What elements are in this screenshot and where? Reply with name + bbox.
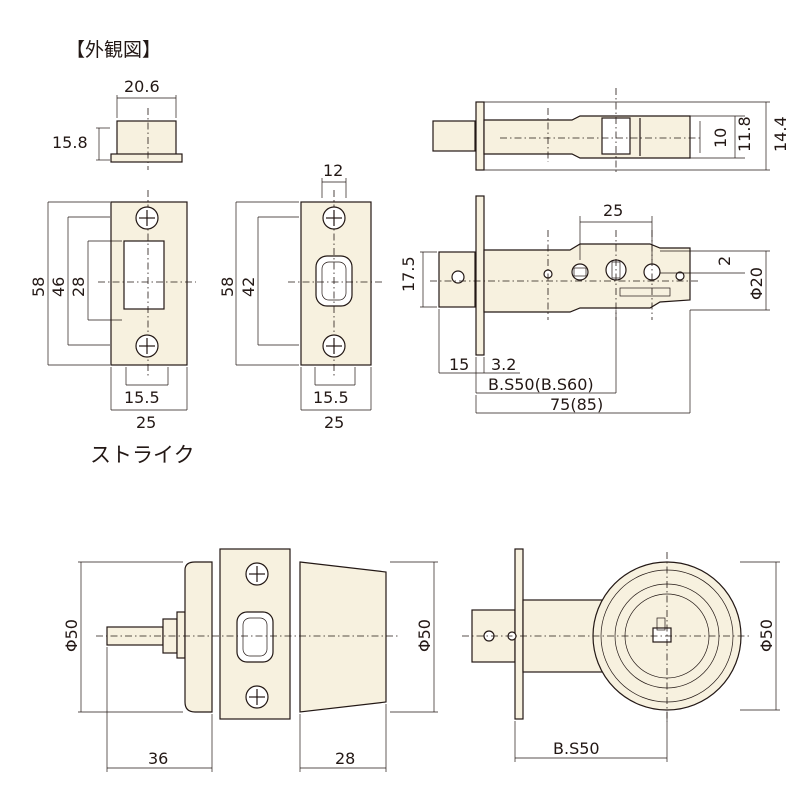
dim-strike1-58: 58 xyxy=(29,277,48,297)
dim-strike2-58: 58 xyxy=(218,277,237,297)
dim-latch-25: 25 xyxy=(603,201,623,220)
screw-icon xyxy=(135,206,159,230)
dim-assy-backset: B.S50 xyxy=(553,739,600,758)
latch-side-view xyxy=(420,195,770,414)
assembly-side-view xyxy=(462,548,780,762)
dim-latch-75: 75(85) xyxy=(550,395,603,414)
dim-strike-top-width: 20.6 xyxy=(124,77,160,96)
dim-strike1-46: 46 xyxy=(49,277,68,297)
strike-caption: ストライク xyxy=(90,443,195,467)
dim-latch-backset: B.S50(B.S60) xyxy=(488,375,594,394)
strike-plate-2 xyxy=(235,178,382,411)
dim-strike2-12: 12 xyxy=(323,161,343,180)
dim-strike1-25: 25 xyxy=(136,413,156,432)
dim-assy-phi50-mid: Φ50 xyxy=(415,619,434,652)
dim-latch-2: 2 xyxy=(715,256,734,266)
strike-plate-1 xyxy=(47,190,196,411)
dim-latch-11-8: 11.8 xyxy=(735,116,754,152)
drawing-title: 【外観図】 xyxy=(66,39,161,61)
strike-top-view xyxy=(96,95,183,170)
dim-latch-14-4: 14.4 xyxy=(771,116,790,152)
dim-strike2-42: 42 xyxy=(239,277,258,297)
screw-icon xyxy=(322,334,346,358)
screw-icon xyxy=(135,334,159,358)
latch-top-view xyxy=(432,88,770,172)
dim-strike1-28: 28 xyxy=(69,277,88,297)
dim-assy-28: 28 xyxy=(335,749,355,768)
assembly-front-view xyxy=(78,548,438,772)
dim-assy-36: 36 xyxy=(148,749,168,768)
dim-latch-17-5: 17.5 xyxy=(399,256,418,292)
screw-icon xyxy=(245,685,269,709)
dim-assy-phi50-right: Φ50 xyxy=(757,619,776,652)
dim-strike1-15-5: 15.5 xyxy=(124,388,160,407)
dim-assy-phi50-left: Φ50 xyxy=(62,619,81,652)
dim-latch-3-2: 3.2 xyxy=(491,355,516,374)
dim-strike2-25: 25 xyxy=(324,413,344,432)
screw-icon xyxy=(322,206,346,230)
screw-icon xyxy=(245,562,269,586)
dim-latch-phi20: Φ20 xyxy=(747,267,766,300)
dim-strike-top-height: 15.8 xyxy=(52,133,88,152)
dim-latch-15: 15 xyxy=(449,355,469,374)
dim-strike2-15-5: 15.5 xyxy=(313,388,349,407)
dim-latch-10: 10 xyxy=(711,128,730,148)
